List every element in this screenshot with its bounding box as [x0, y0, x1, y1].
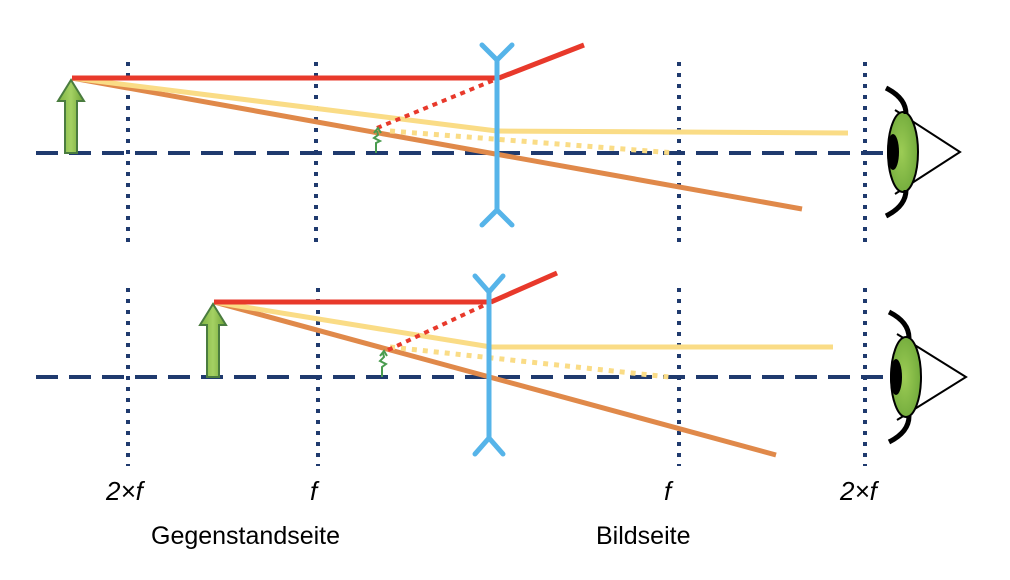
diagram-top	[36, 42, 962, 242]
diagram-bottom	[36, 270, 968, 466]
label-2f-left: 2×f	[106, 476, 143, 506]
ray-parallel-out-top	[498, 42, 585, 81]
label-2f-right: 2×f	[840, 476, 877, 506]
ray-focal-in-top	[71, 75, 498, 134]
object-arrow-bottom	[198, 302, 228, 378]
diverging-lens-top	[479, 42, 515, 228]
ray-focal-virtual-top	[389, 128, 676, 156]
ray-center-bottom	[213, 299, 777, 458]
ray-focal-in-bottom	[213, 299, 492, 350]
label-image-side: Bildseite	[596, 522, 691, 550]
ray-focal-virtual-bottom	[389, 344, 670, 380]
ray-center-top	[71, 75, 803, 212]
diverging-lens-bottom	[472, 273, 506, 457]
ray-parallel-virtual-bottom	[387, 300, 492, 352]
virtual-image-top	[372, 126, 383, 153]
ray-focal-out-top	[496, 128, 849, 136]
ray-parallel-out-bottom	[489, 270, 559, 305]
virtual-image-bottom	[378, 349, 388, 377]
ray-parallel-virtual-top	[376, 76, 500, 130]
eye-icon-bottom	[887, 309, 968, 445]
label-f-left: f	[310, 476, 318, 506]
eye-icon-top	[884, 85, 962, 219]
label-object-side: Gegenstandseite	[151, 522, 341, 550]
label-f-right: f	[664, 476, 672, 506]
object-arrow-top	[56, 78, 86, 154]
